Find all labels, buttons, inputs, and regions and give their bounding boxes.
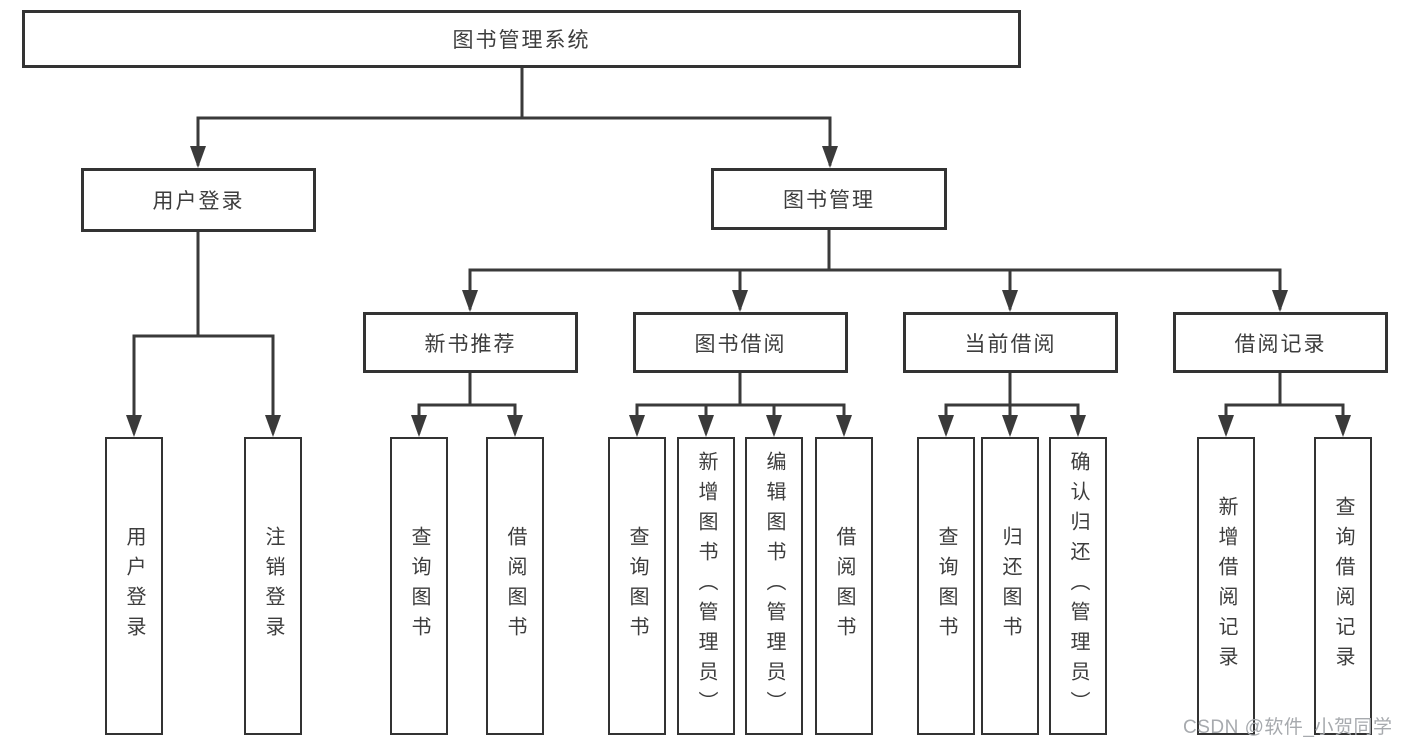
node-user-login: 用户登录	[81, 168, 316, 232]
watermark: CSDN @软件_小贺同学	[1183, 717, 1393, 738]
connector-book-management-to-level3	[468, 228, 1282, 310]
leaf-logout-label: 注销登录	[262, 526, 284, 646]
node-book-management-label: 图书管理	[783, 189, 875, 212]
leaf-query-books-current: 查询图书	[917, 437, 975, 735]
arrowhead-icon	[1272, 290, 1288, 312]
arrowhead-icon	[629, 415, 645, 437]
node-book-management: 图书管理	[711, 168, 947, 230]
leaf-add-borrow-record: 新增借阅记录	[1197, 437, 1255, 735]
node-root-label: 图书管理系统	[452, 29, 591, 52]
leaf-add-book-admin-label: 新增图书（管理员）	[695, 451, 717, 721]
arrowhead-icon	[732, 290, 748, 312]
leaf-add-borrow-record-label: 新增借阅记录	[1215, 496, 1237, 676]
leaf-borrow-books-label: 借阅图书	[833, 526, 855, 646]
connector-root-to-level2	[196, 66, 832, 166]
arrowhead-icon	[938, 415, 954, 437]
node-current-borrow-label: 当前借阅	[964, 332, 1057, 356]
node-root: 图书管理系统	[22, 10, 1021, 68]
leaf-query-books-borrow: 查询图书	[608, 437, 666, 735]
leaf-user-login: 用户登录	[105, 437, 163, 735]
leaf-edit-book-admin-label: 编辑图书（管理员）	[763, 451, 785, 721]
arrowhead-icon	[411, 415, 427, 437]
leaf-add-book-admin: 新增图书（管理员）	[677, 437, 735, 735]
leaf-edit-book-admin: 编辑图书（管理员）	[745, 437, 803, 735]
leaf-query-borrow-record: 查询借阅记录	[1314, 437, 1372, 735]
leaf-query-books-recommend-label: 查询图书	[408, 526, 430, 646]
leaf-query-books-current-label: 查询图书	[935, 526, 957, 646]
node-user-login-label: 用户登录	[152, 190, 245, 213]
node-current-borrow: 当前借阅	[903, 312, 1118, 373]
leaf-confirm-return-admin: 确认归还（管理员）	[1049, 437, 1107, 735]
node-book-borrow-label: 图书借阅	[694, 332, 787, 356]
leaf-user-login-label: 用户登录	[123, 526, 145, 646]
node-new-book-recommend-label: 新书推荐	[424, 332, 517, 356]
arrowhead-icon	[507, 415, 523, 437]
node-book-borrow: 图书借阅	[633, 312, 848, 373]
node-borrow-records-label: 借阅记录	[1234, 332, 1327, 356]
arrowheads	[126, 146, 1351, 437]
leaf-return-book-label: 归还图书	[999, 526, 1021, 646]
leaf-borrow-books: 借阅图书	[815, 437, 873, 735]
arrowhead-icon	[766, 415, 782, 437]
leaf-query-books-recommend: 查询图书	[390, 437, 448, 735]
arrowhead-icon	[126, 415, 142, 437]
leaf-borrow-books-recommend: 借阅图书	[486, 437, 544, 735]
arrowhead-icon	[698, 415, 714, 437]
connector-user-login-to-leaves	[132, 230, 275, 434]
leaf-query-borrow-record-label: 查询借阅记录	[1332, 496, 1354, 676]
arrowhead-icon	[822, 146, 838, 168]
arrowhead-icon	[1002, 415, 1018, 437]
arrowhead-icon	[836, 415, 852, 437]
arrowhead-icon	[462, 290, 478, 312]
arrowhead-icon	[265, 415, 281, 437]
leaf-confirm-return-admin-label: 确认归还（管理员）	[1067, 451, 1089, 721]
leaf-return-book: 归还图书	[981, 437, 1039, 735]
leaf-query-books-borrow-label: 查询图书	[626, 526, 648, 646]
connector-new-book-to-leaves	[417, 371, 517, 434]
arrowhead-icon	[1335, 415, 1351, 437]
arrowhead-icon	[190, 146, 206, 168]
arrowhead-icon	[1002, 290, 1018, 312]
arrowhead-icon	[1070, 415, 1086, 437]
node-new-book-recommend: 新书推荐	[363, 312, 578, 373]
connector-borrow-records-to-leaves	[1224, 371, 1345, 434]
node-borrow-records: 借阅记录	[1173, 312, 1388, 373]
leaf-logout: 注销登录	[244, 437, 302, 735]
connector-book-borrow-to-leaves	[635, 371, 846, 434]
leaf-borrow-books-recommend-label: 借阅图书	[504, 526, 526, 646]
arrowhead-icon	[1218, 415, 1234, 437]
